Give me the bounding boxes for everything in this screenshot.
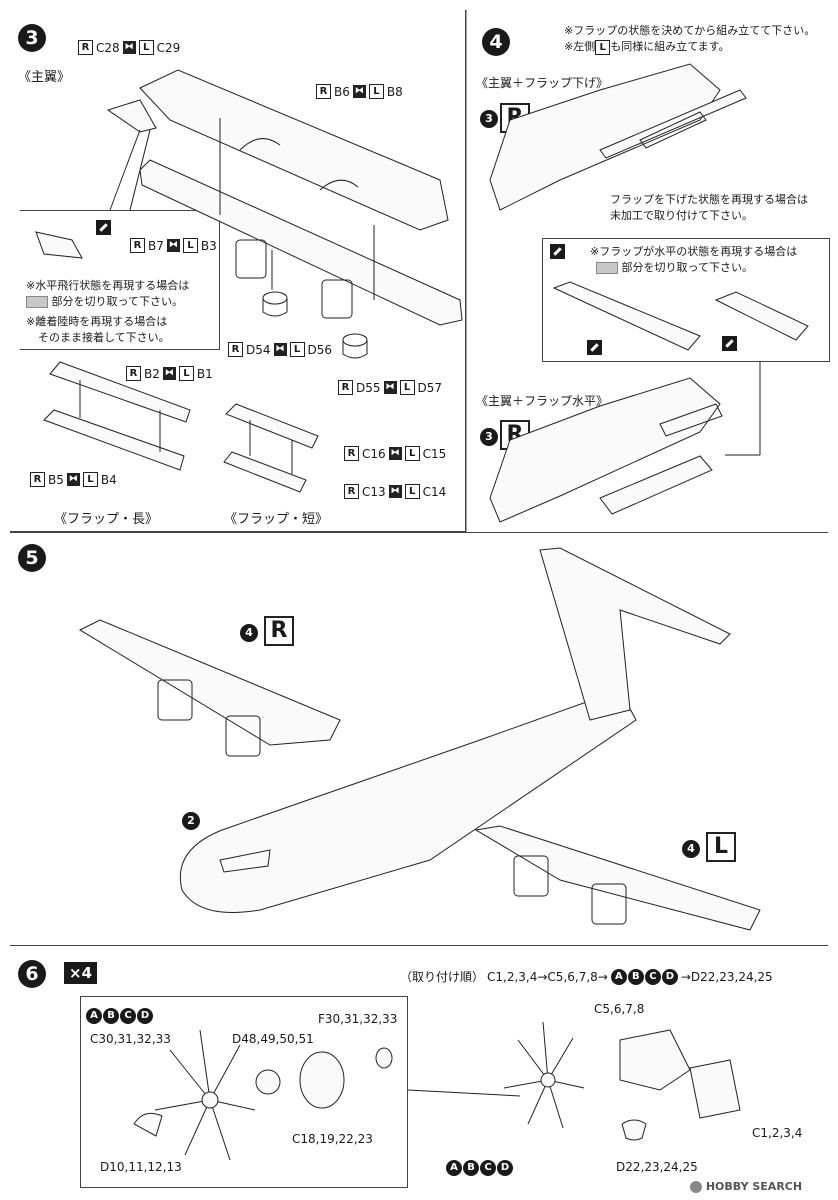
wing-upper-b6 bbox=[139, 69, 449, 231]
aircraft-wing-right bbox=[78, 619, 341, 746]
part-f30: F30,31,32,33 bbox=[318, 1012, 398, 1026]
cutter-icon-2 bbox=[550, 244, 565, 259]
aircraft-tail bbox=[539, 547, 731, 721]
flap-down-label: 《主翼＋フラップ下げ》 bbox=[476, 76, 609, 90]
ref-body: 2 bbox=[182, 812, 200, 830]
note-takeoff: ※離着陸時を再現する場合は そのまま接着して下さい。 bbox=[26, 315, 170, 344]
flap-short-upper bbox=[225, 403, 319, 449]
part-c1: C1,2,3,4 bbox=[752, 1126, 803, 1140]
propeller-large bbox=[154, 1029, 256, 1161]
wing-flap-down bbox=[489, 63, 721, 211]
part-c30: C30,31,32,33 bbox=[90, 1032, 171, 1046]
wing-side-l: L bbox=[706, 832, 736, 862]
flap-short-label: 《フラップ・短》 bbox=[224, 512, 329, 527]
part-d48: D48,49,50,51 bbox=[232, 1032, 314, 1046]
ref-step-3-top: 3 bbox=[480, 110, 498, 128]
part-d22: D22,23,24,25 bbox=[616, 1160, 698, 1174]
flap-short-lower bbox=[223, 451, 307, 493]
step-6-number: 6 bbox=[18, 960, 46, 988]
flap-long-lower bbox=[43, 409, 185, 471]
wing-side-r: R bbox=[264, 616, 294, 646]
cut-area-swatch bbox=[26, 296, 48, 308]
step-5-number: 5 bbox=[18, 544, 46, 572]
propeller-inset bbox=[80, 996, 408, 1188]
hobby-search-watermark: HOBBY SEARCH bbox=[690, 1180, 802, 1193]
part-c5: C5,6,7,8 bbox=[594, 1002, 645, 1016]
part-d10: D10,11,12,13 bbox=[100, 1160, 182, 1174]
step-5-panel bbox=[10, 532, 828, 946]
level-flight-inset bbox=[20, 210, 220, 350]
flap-level-label: 《主翼＋フラップ水平》 bbox=[476, 394, 609, 408]
step-4-number: 4 bbox=[482, 28, 510, 56]
cut-area-swatch-2 bbox=[596, 262, 618, 274]
wing-flap-level bbox=[489, 377, 721, 523]
note-level-flight: ※水平飛行状態を再現する場合は 部分を切り取って下さい。 bbox=[26, 279, 190, 308]
flap-long-upper bbox=[49, 361, 191, 423]
step-3-number: 3 bbox=[18, 24, 46, 52]
flap-level-inset bbox=[542, 238, 830, 362]
ref-wing-left: 4 bbox=[682, 840, 700, 858]
cutter-icon-3 bbox=[587, 340, 602, 355]
flap-level-note: ※フラップが水平の状態を再現する場合は 部分を切り取って下さい。 bbox=[590, 245, 798, 274]
multiplier-badge: ×4 bbox=[64, 962, 98, 984]
watermark-logo-icon bbox=[690, 1181, 702, 1193]
ref-wing-right: 4 bbox=[240, 624, 258, 642]
aircraft-wing-left bbox=[474, 825, 761, 931]
propeller-small bbox=[503, 1021, 585, 1129]
flap-down-note: フラップを下げた状態を再現する場合は 未加工で取り付けて下さい。 bbox=[610, 193, 808, 222]
flap-long-label: 《フラップ・長》 bbox=[54, 512, 159, 527]
main-wing-label: 《主翼》 bbox=[18, 70, 71, 85]
part-c18: C18,19,22,23 bbox=[292, 1132, 373, 1146]
cutter-icon-4 bbox=[722, 336, 737, 351]
cutter-icon bbox=[96, 220, 111, 235]
ref-step-3-bottom: 3 bbox=[480, 428, 498, 446]
step-4-note-1: ※フラップの状態を決めてから組み立てて下さい。 bbox=[564, 24, 816, 37]
